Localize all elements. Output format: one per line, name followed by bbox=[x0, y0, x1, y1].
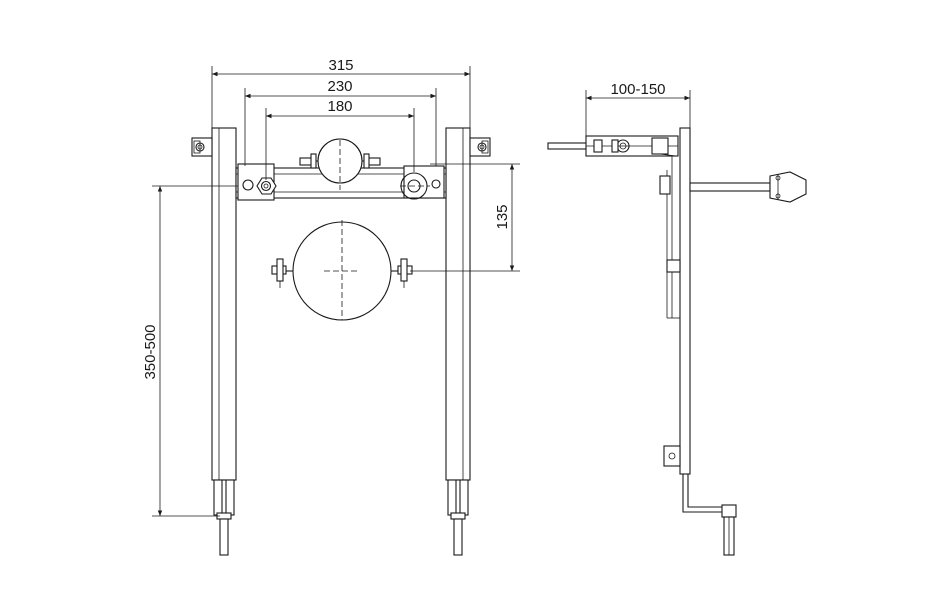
left-upright bbox=[191, 127, 237, 556]
side-mounting-plate bbox=[679, 127, 691, 475]
dim-width-inner: 180 bbox=[265, 98, 415, 180]
side-threaded-rod bbox=[689, 171, 807, 203]
side-view: 100-150 bbox=[547, 81, 807, 556]
dim-depth-adjust: 100-150 bbox=[585, 81, 691, 136]
dim-height-outlet: 135 bbox=[410, 163, 520, 272]
dim-label-135: 135 bbox=[494, 204, 511, 229]
dim-label-100-150: 100-150 bbox=[610, 81, 665, 98]
right-upright bbox=[445, 127, 491, 556]
side-adjust-rail bbox=[547, 135, 679, 157]
dim-height-legs: 350-500 bbox=[142, 185, 238, 517]
front-view: 315 230 180 135 350-500 bbox=[142, 57, 520, 556]
dim-label-230: 230 bbox=[327, 78, 352, 95]
dim-label-180: 180 bbox=[327, 98, 352, 115]
dim-width-total: 315 bbox=[211, 57, 471, 128]
flush-connection bbox=[400, 165, 445, 200]
dim-label-350-500: 350-500 bbox=[142, 324, 159, 379]
dim-label-315: 315 bbox=[328, 57, 353, 74]
water-inlet-fitting bbox=[237, 163, 277, 201]
dim-width-mid: 230 bbox=[244, 78, 437, 166]
